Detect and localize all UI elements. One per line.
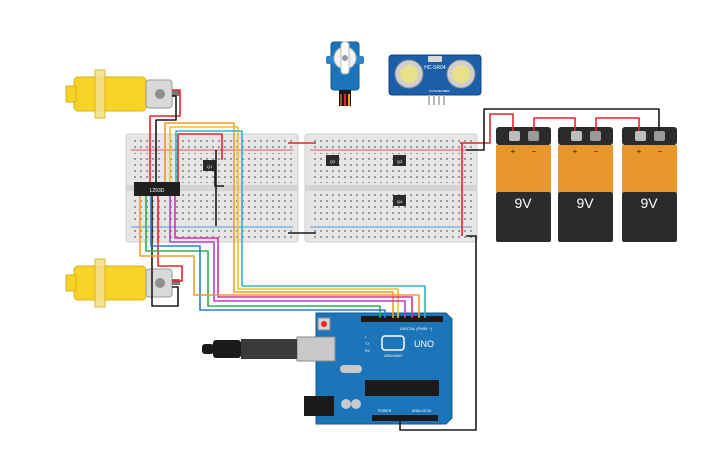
- transistor-q2: Q2: [326, 155, 339, 166]
- arduino-digital-label: DIGITAL (PWM ~): [400, 326, 433, 331]
- battery-minus: −: [594, 147, 599, 156]
- ultrasonic-pin-label: ECHO: [439, 90, 446, 93]
- servo-motor: [326, 41, 364, 106]
- wire-green: [145, 196, 381, 318]
- transistor-label: Q1: [207, 164, 213, 169]
- arduino-model: UNO: [414, 339, 434, 349]
- transistor-q1: Q1: [203, 160, 216, 171]
- battery-label: 9V: [640, 195, 658, 211]
- wire-blue: [150, 196, 386, 318]
- transistor-q4: Q4: [393, 195, 406, 206]
- wire-magenta: [174, 196, 413, 318]
- transistor-label: Q3: [397, 159, 403, 164]
- arduino-l-label: L: [365, 335, 367, 339]
- battery-plus: +: [637, 147, 642, 156]
- battery-plus: +: [511, 147, 516, 156]
- transistor-label: Q4: [397, 199, 403, 204]
- wire-orange-2: [139, 196, 420, 318]
- battery-plus: +: [573, 147, 578, 156]
- dc-motor-top: [65, 69, 180, 119]
- arduino-analog-label: ANALOG IN: [412, 409, 432, 413]
- wire-purple: [169, 196, 406, 318]
- arduino-brand: ARDUINO: [384, 353, 402, 358]
- wire-red-series: [533, 117, 576, 131]
- wire-red: [157, 196, 183, 282]
- battery-minus: −: [532, 147, 537, 156]
- breadboard-right: [304, 133, 478, 243]
- ultrasonic-pin-label: GND: [444, 90, 450, 93]
- wire-cyan: [175, 130, 426, 318]
- battery-minus: −: [658, 147, 663, 156]
- motor-driver-chip: L293D: [134, 182, 180, 196]
- wire-black: [155, 95, 177, 182]
- battery-label: 9V: [514, 195, 532, 211]
- arduino-tx-label: TX: [365, 342, 370, 346]
- battery-1: + − 9V: [496, 127, 551, 242]
- wire-red: [149, 89, 181, 182]
- wire-red-series: [595, 117, 640, 131]
- wires: [139, 89, 660, 431]
- transistor-label: Q2: [330, 159, 336, 164]
- ultrasonic-label: HC-SR04: [424, 65, 446, 71]
- wire-black-gnd: [399, 235, 477, 431]
- arduino-rx-label: RX: [365, 349, 371, 353]
- ultrasonic-pin-label: TRIG: [434, 90, 440, 93]
- wire-yellow: [169, 126, 399, 318]
- ultrasonic-sensor: HC-SR04 VCC TRIG ECHO GND: [388, 54, 482, 105]
- transistor-q3: Q3: [393, 155, 406, 166]
- arduino-uno: UNO ARDUINO DIGITAL (PWM ~) POWER ANALOG…: [202, 312, 453, 425]
- wire-black-short: [214, 171, 224, 187]
- ultrasonic-pin-label: VCC: [429, 90, 434, 93]
- battery-label: 9V: [576, 195, 594, 211]
- battery-2: + − 9V: [558, 127, 613, 242]
- wire-red-short: [177, 133, 223, 182]
- wire-red-battery: [460, 113, 514, 144]
- battery-3: + − 9V: [622, 127, 677, 242]
- wire-black-battery: [466, 108, 660, 151]
- motor-driver-label: L293D: [150, 188, 165, 194]
- wire-black: [151, 196, 179, 307]
- arduino-power-label: POWER: [378, 409, 392, 413]
